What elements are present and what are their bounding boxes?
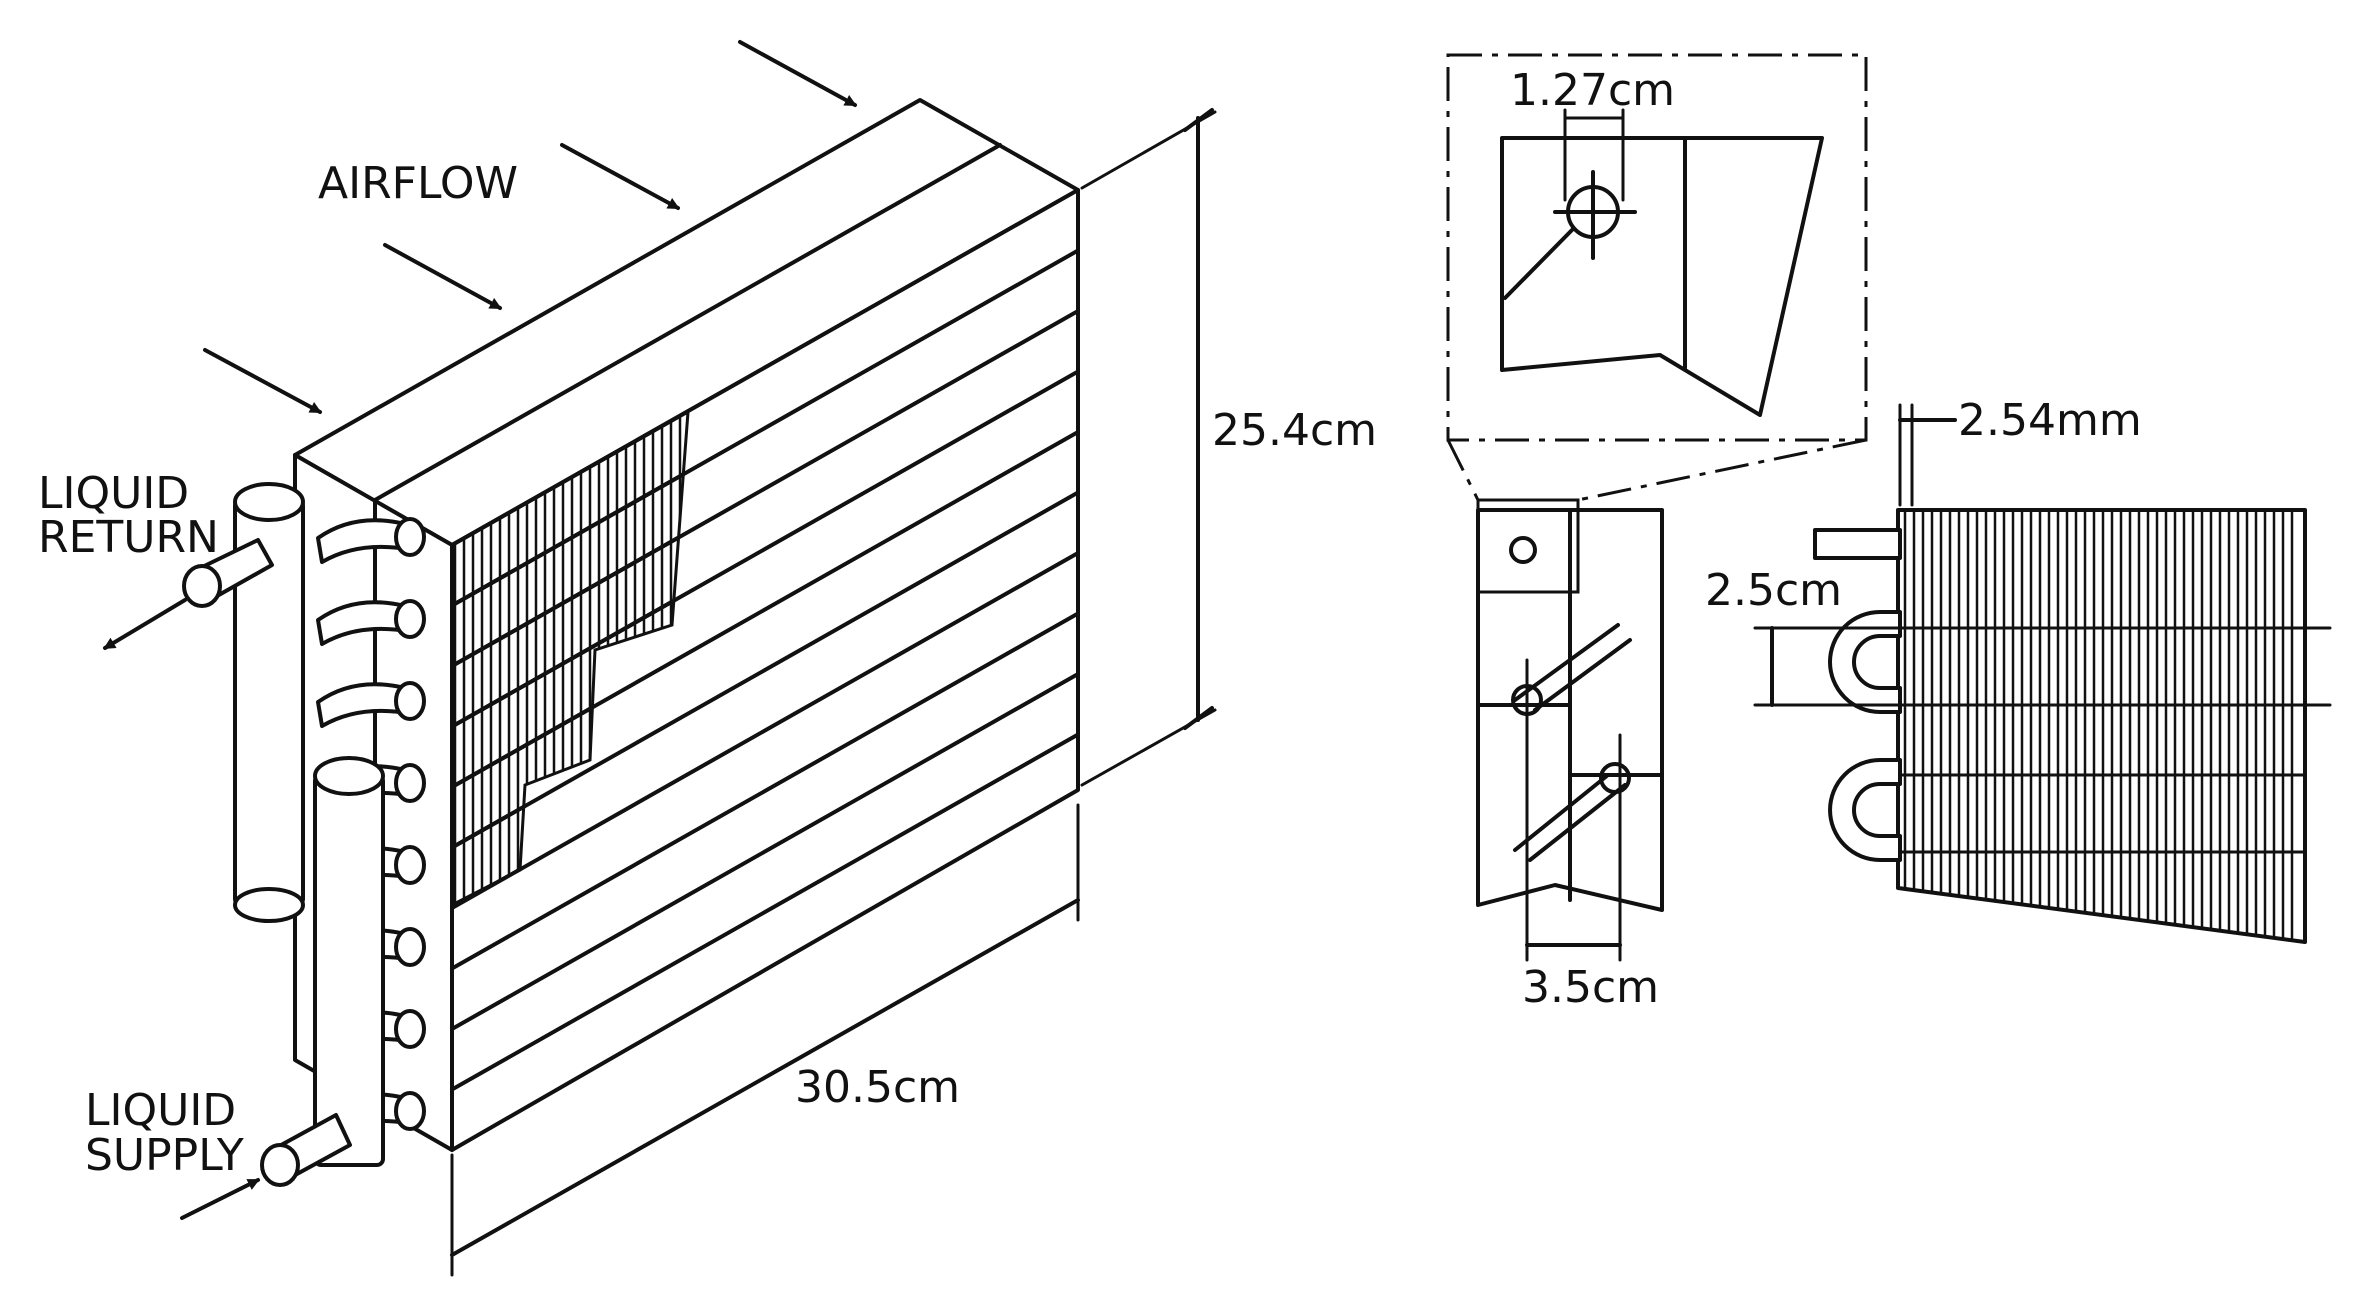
bend-end	[394, 1009, 426, 1049]
tube-circle	[1509, 536, 1537, 564]
main-heat-exchanger: AIRFLOW LIQUID RETURN LIQUID SUPPLY 25.4…	[38, 40, 1377, 1277]
liquid-supply-label-line1: LIQUID	[85, 1085, 236, 1136]
tube-row-line	[450, 430, 1080, 789]
tube-row-line	[450, 672, 1080, 1031]
bend-end	[394, 681, 426, 721]
fin-profile	[1500, 136, 1824, 417]
tube-row-line	[450, 369, 1080, 729]
bend-end	[394, 1091, 426, 1131]
return-outlet-mouth	[182, 564, 222, 608]
supply-header-cap	[313, 756, 385, 796]
bend-end	[394, 599, 426, 639]
supply-inlet-mouth	[260, 1143, 300, 1187]
tick	[1183, 706, 1214, 730]
tube-row-line	[450, 490, 1080, 850]
liquid-supply-label-line2: SUPPLY	[85, 1130, 244, 1181]
tube-row-line	[450, 551, 1080, 910]
dimension-line	[450, 898, 1080, 1257]
tube-row-line	[450, 732, 1080, 1092]
tube-row-line	[450, 248, 1080, 608]
depth-label: 3.5cm	[1522, 962, 1659, 1013]
tube-circle	[1599, 762, 1631, 794]
bend-end	[394, 517, 426, 557]
tube-passage	[1533, 638, 1632, 712]
liquid-return-label-line1: LIQUID	[38, 468, 189, 519]
side-section-view: 3.5cm	[1476, 498, 1664, 1013]
tick	[1183, 108, 1214, 132]
detail-leader	[1577, 438, 1867, 502]
height-label: 25.4cm	[1212, 405, 1377, 456]
tube-passage	[1528, 783, 1627, 862]
bend-end	[394, 845, 426, 885]
tube-row-line	[450, 611, 1080, 971]
liquid-return-label-line2: RETURN	[38, 512, 219, 563]
row-pitch-label: 2.5cm	[1705, 565, 1842, 616]
return-header-bottom	[233, 887, 305, 923]
airflow-arrow	[383, 243, 502, 310]
front-tube-rows	[450, 248, 1080, 1092]
liquid-return-arrow	[103, 598, 187, 650]
height-dimension	[1080, 108, 1217, 787]
tube-row-line	[450, 309, 1080, 668]
u-bend	[1828, 758, 1902, 862]
tube-spacing-label: 1.27cm	[1510, 65, 1675, 116]
tube-stub	[1813, 528, 1902, 560]
detail-leader	[1446, 439, 1480, 501]
width-label: 30.5cm	[795, 1062, 960, 1113]
detail-frame	[1446, 53, 1868, 442]
airflow-arrow	[738, 40, 857, 107]
bend-end	[394, 927, 426, 967]
airflow-arrow	[203, 348, 322, 414]
leader-line	[1503, 228, 1574, 300]
airflow-arrows	[203, 40, 857, 414]
fin-pitch-label: 2.54mm	[1958, 395, 2142, 446]
bend-end	[394, 763, 426, 803]
fin-detail-view: 1.27cm	[1446, 53, 1868, 502]
width-dimension	[450, 803, 1080, 1277]
supply-header	[260, 756, 385, 1187]
fin-pitch-view: 2.54mm 2.5cm	[1705, 395, 2332, 944]
airflow-label: AIRFLOW	[318, 158, 518, 209]
liquid-supply-arrow	[180, 1178, 260, 1220]
section-detail-box	[1476, 498, 1580, 594]
u-bend	[1828, 610, 1902, 714]
return-header-cap	[233, 482, 305, 522]
tube-passage	[1513, 773, 1610, 852]
top-face-row-line	[373, 143, 1002, 502]
return-header	[182, 482, 305, 923]
supply-header-pipe	[313, 773, 385, 1167]
airflow-arrow	[560, 143, 680, 210]
